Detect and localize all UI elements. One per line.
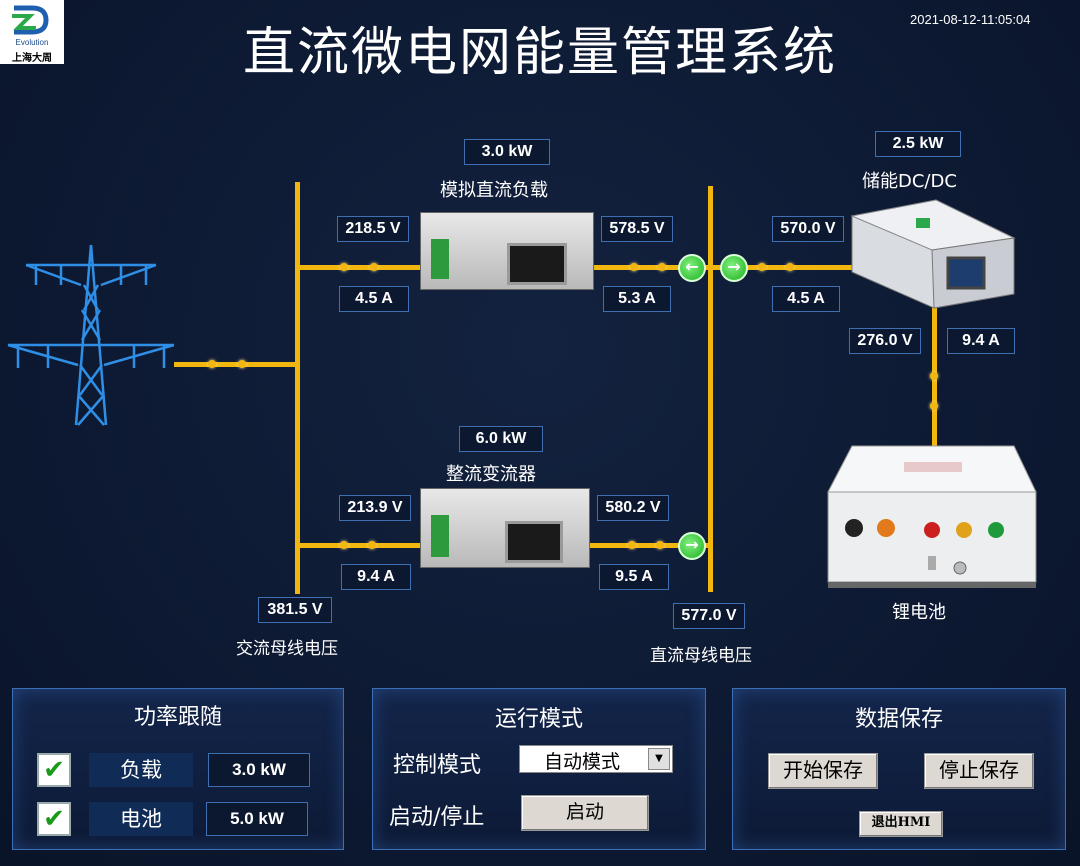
load-in-current: 4.5 A xyxy=(339,286,409,312)
rectifier-device-image xyxy=(420,488,590,568)
load-device-image xyxy=(420,212,594,290)
load-follow-checkbox[interactable]: ✔ xyxy=(37,753,71,787)
battery-current: 9.4 A xyxy=(947,328,1015,354)
rectifier-in-current: 9.4 A xyxy=(341,564,411,590)
dcdc-power: 2.5 kW xyxy=(875,131,961,157)
flow-dot xyxy=(930,402,938,410)
flow-dot xyxy=(370,263,378,271)
run-mode-title: 运行模式 xyxy=(494,707,583,732)
battery-follow-value: 5.0 kW xyxy=(206,802,308,836)
dc-bus-line xyxy=(708,186,713,592)
check-icon: ✔ xyxy=(43,804,65,834)
control-mode-value: 自动模式 xyxy=(544,751,621,773)
flow-dot xyxy=(630,263,638,271)
battery-follow-checkbox[interactable]: ✔ xyxy=(37,802,71,836)
rectifier-label: 整流变流器 xyxy=(446,464,536,485)
data-save-title: 数据保存 xyxy=(854,707,943,732)
check-icon: ✔ xyxy=(43,755,65,785)
start-save-button[interactable]: 开始保存 xyxy=(768,753,878,789)
load-out-current: 5.3 A xyxy=(603,286,671,312)
dc-bus-label: 直流母线电压 xyxy=(650,646,752,666)
exit-hmi-button[interactable]: 退出HMI xyxy=(859,811,943,837)
rectifier-in-voltage: 213.9 V xyxy=(339,495,411,521)
battery-label: 锂电池 xyxy=(892,602,946,623)
dcdc-in-voltage: 570.0 V xyxy=(772,216,844,242)
page-title: 直流微电网能量管理系统 xyxy=(242,23,837,83)
datetime-display: 2021-08-12-11:05:04 xyxy=(910,12,1031,27)
load-power: 3.0 kW xyxy=(464,139,550,165)
rectifier-power: 6.0 kW xyxy=(459,426,543,452)
power-follow-title: 功率跟随 xyxy=(133,705,222,730)
logo-mark-icon xyxy=(12,5,49,35)
flow-dot xyxy=(340,541,348,549)
control-mode-select[interactable]: 自动模式 ▼ xyxy=(519,745,673,773)
rectifier-dc-wire xyxy=(590,543,708,548)
flow-dot xyxy=(930,372,938,380)
load-ac-wire xyxy=(298,265,428,270)
dcdc-device-image xyxy=(850,199,1016,309)
ac-bus-line xyxy=(295,182,300,594)
company-logo: Evolution 上海大周 xyxy=(0,0,64,64)
dropdown-icon[interactable]: ▼ xyxy=(648,748,670,770)
load-in-voltage: 218.5 V xyxy=(337,216,409,242)
arrow-right-icon: → xyxy=(720,254,748,282)
power-follow-panel: 功率跟随 ✔ 负载 3.0 kW ✔ 电池 5.0 kW xyxy=(12,688,344,850)
start-button[interactable]: 启动 xyxy=(521,795,649,831)
load-out-voltage: 578.5 V xyxy=(601,216,673,242)
load-follow-label: 负载 xyxy=(89,753,193,787)
logo-company-name: 上海大周 xyxy=(12,53,52,64)
power-tower-icon xyxy=(7,244,175,426)
flow-dot xyxy=(208,360,216,368)
grid-feed-wire xyxy=(174,362,298,367)
flow-dot xyxy=(340,263,348,271)
logo-brand-text: Evolution xyxy=(15,38,49,47)
dcdc-in-current: 4.5 A xyxy=(772,286,840,312)
arrow-left-icon: ← xyxy=(678,254,706,282)
arrow-right-icon: → xyxy=(678,532,706,560)
flow-dot xyxy=(656,541,664,549)
battery-device-image xyxy=(827,445,1037,588)
flow-dot xyxy=(238,360,246,368)
run-mode-panel: 运行模式 控制模式 自动模式 ▼ 启动/停止 启动 xyxy=(372,688,706,850)
rectifier-ac-wire xyxy=(298,543,428,548)
load-dc-wire xyxy=(592,265,708,270)
ac-bus-voltage: 381.5 V xyxy=(258,597,332,623)
start-stop-label: 启动/停止 xyxy=(389,805,485,830)
rectifier-out-voltage: 580.2 V xyxy=(597,495,669,521)
dc-bus-voltage: 577.0 V xyxy=(673,603,745,629)
load-follow-value: 3.0 kW xyxy=(208,753,310,787)
rectifier-out-current: 9.5 A xyxy=(599,564,669,590)
control-mode-label: 控制模式 xyxy=(393,753,482,778)
load-label: 模拟直流负载 xyxy=(440,180,548,201)
flow-dot xyxy=(628,541,636,549)
flow-dot xyxy=(786,263,794,271)
flow-dot xyxy=(758,263,766,271)
stop-save-button[interactable]: 停止保存 xyxy=(924,753,1034,789)
flow-dot xyxy=(658,263,666,271)
battery-follow-label: 电池 xyxy=(89,802,193,836)
battery-voltage: 276.0 V xyxy=(849,328,921,354)
data-save-panel: 数据保存 开始保存 停止保存 退出HMI xyxy=(732,688,1066,850)
ac-bus-label: 交流母线电压 xyxy=(236,639,338,659)
flow-dot xyxy=(368,541,376,549)
dcdc-label: 储能DC/DC xyxy=(862,171,957,192)
